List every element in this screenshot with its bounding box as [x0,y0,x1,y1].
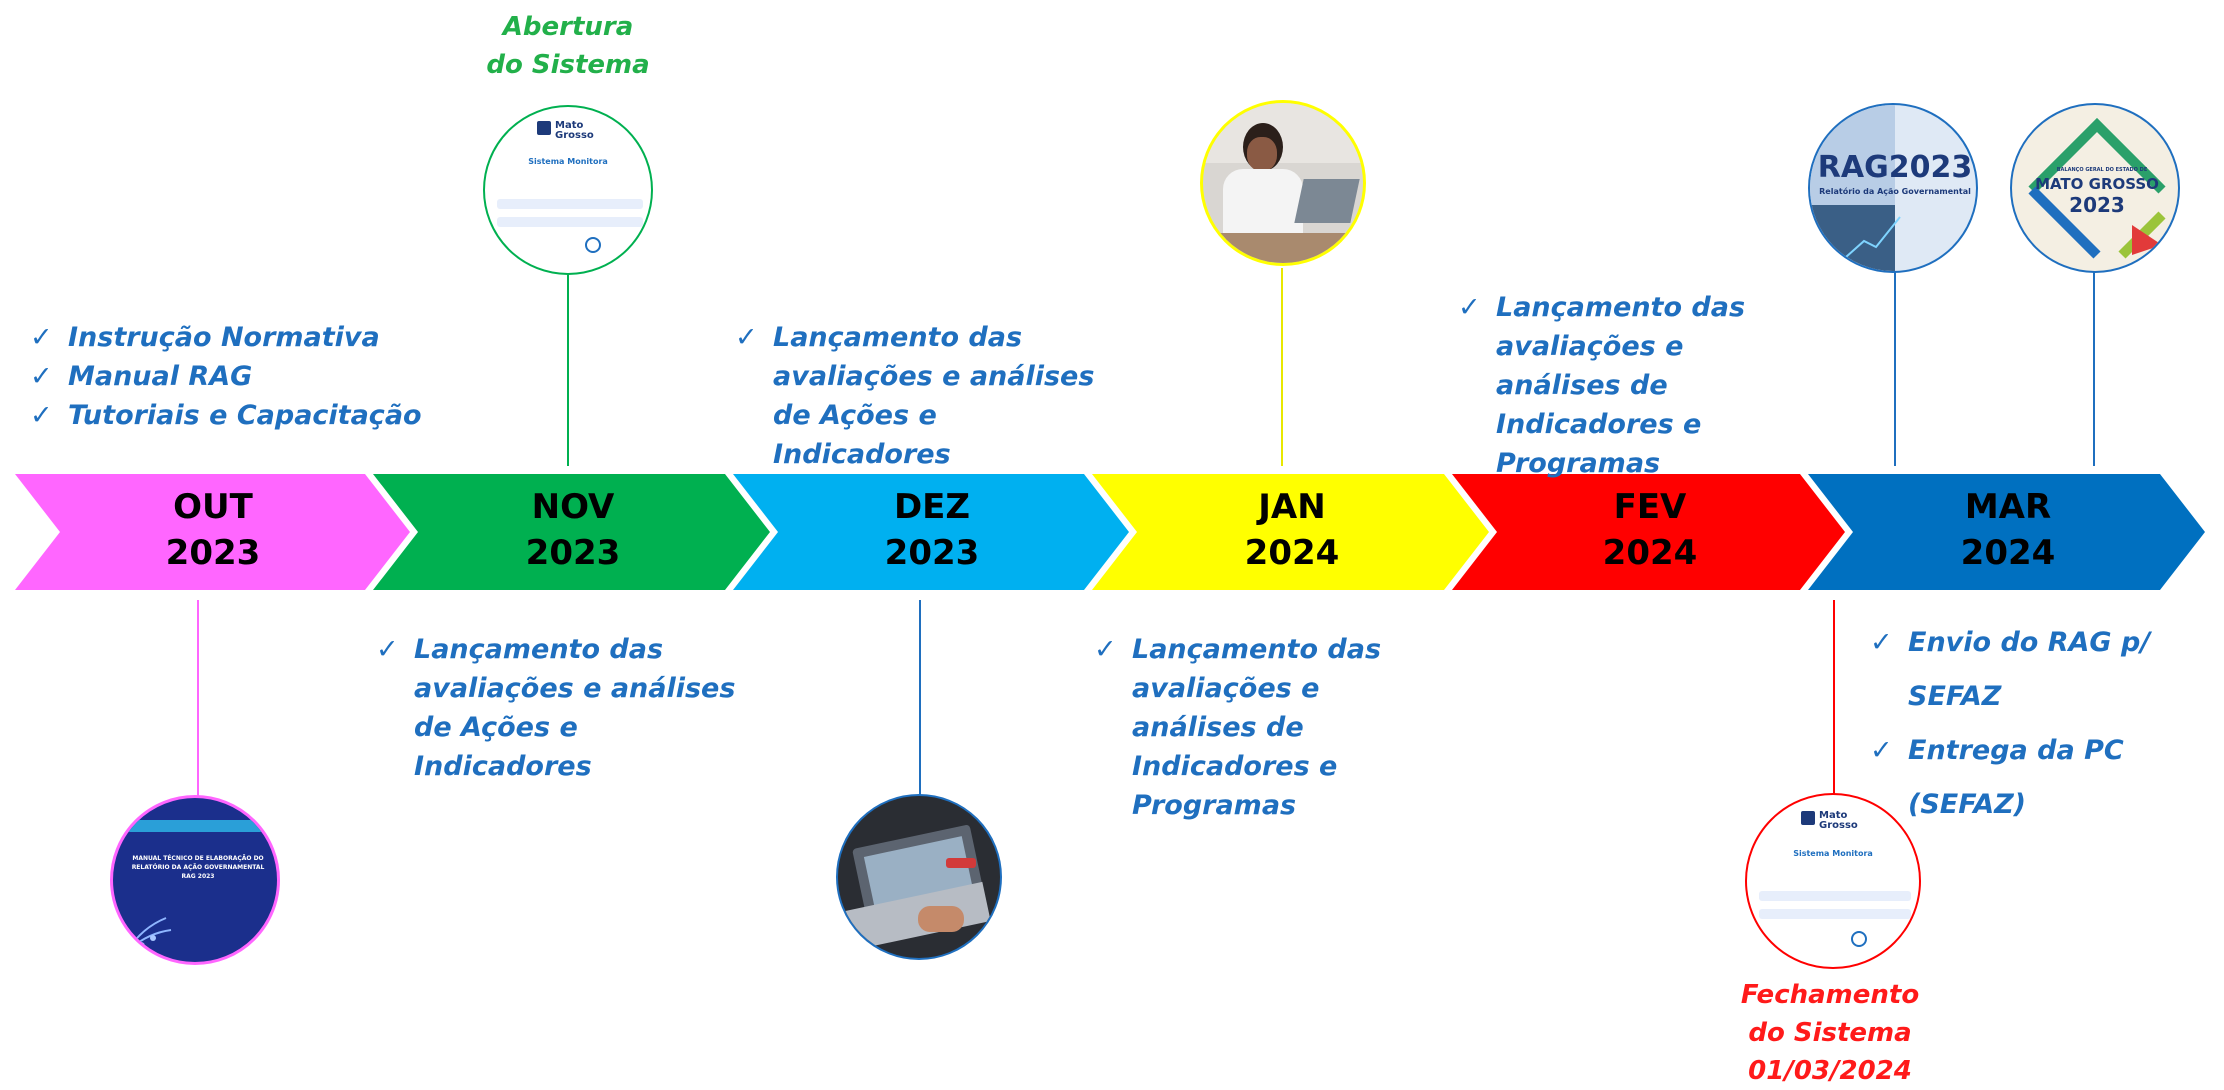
note-out: ✓Instrução Normativa ✓Manual RAG ✓Tutori… [30,318,430,435]
check-icon: ✓ [1094,634,1117,665]
chevron-out [15,474,410,590]
note-jan: ✓Lançamento das avaliações e análises de… [1094,630,1434,825]
note-dez: ✓Lançamento das avaliações e análises de… [735,318,1105,474]
note-mar-item: ✓Envio do RAG p/ SEFAZ [1870,616,2220,724]
chevron-fev [1452,474,1845,590]
note-fev: ✓Lançamento das avaliações e análises de… [1458,288,1798,483]
laptop-typing-photo [836,794,1002,960]
woman-laptop-photo [1200,100,1366,266]
chevron-mar [1808,474,2205,590]
note-out-item: ✓Instrução Normativa [30,318,430,357]
login-screen-image: Mato Grosso Sistema Monitora [483,105,653,275]
chevron-nov [373,474,770,590]
check-icon: ✓ [735,322,758,353]
fechamento-title: Fechamento do Sistema 01/03/2024 [1740,980,1920,1086]
check-icon: ✓ [376,634,399,665]
rag-2023-cover: RAG2023 Relatório da Ação Governamental [1808,103,1978,273]
check-icon: ✓ [30,400,53,431]
login-screen-closing-image: Mato Grosso Sistema Monitora [1745,793,1921,969]
note-out-item: ✓Manual RAG [30,357,430,396]
note-out-item: ✓Tutoriais e Capacitação [30,396,430,435]
manual-cover-image: MANUAL TÉCNICO DE ELABORAÇÃO DO RELATÓRI… [110,795,280,965]
check-icon: ✓ [1870,627,1893,658]
check-icon: ✓ [1458,292,1481,323]
abertura-title: Abertura do Sistema [486,12,650,80]
note-mar: ✓Envio do RAG p/ SEFAZ ✓Entrega da PC (S… [1870,616,2220,832]
check-icon: ✓ [30,361,53,392]
check-icon: ✓ [1870,735,1893,766]
note-mar-item: ✓Entrega da PC (SEFAZ) [1870,724,2220,832]
note-nov: ✓Lançamento das avaliações e análises de… [376,630,746,786]
check-icon: ✓ [30,322,53,353]
chevron-jan [1092,474,1489,590]
chevron-dez [733,474,1129,590]
balanco-geral-cover: BALANÇO GERAL DO ESTADO DE MATO GROSSO 2… [2010,103,2180,273]
